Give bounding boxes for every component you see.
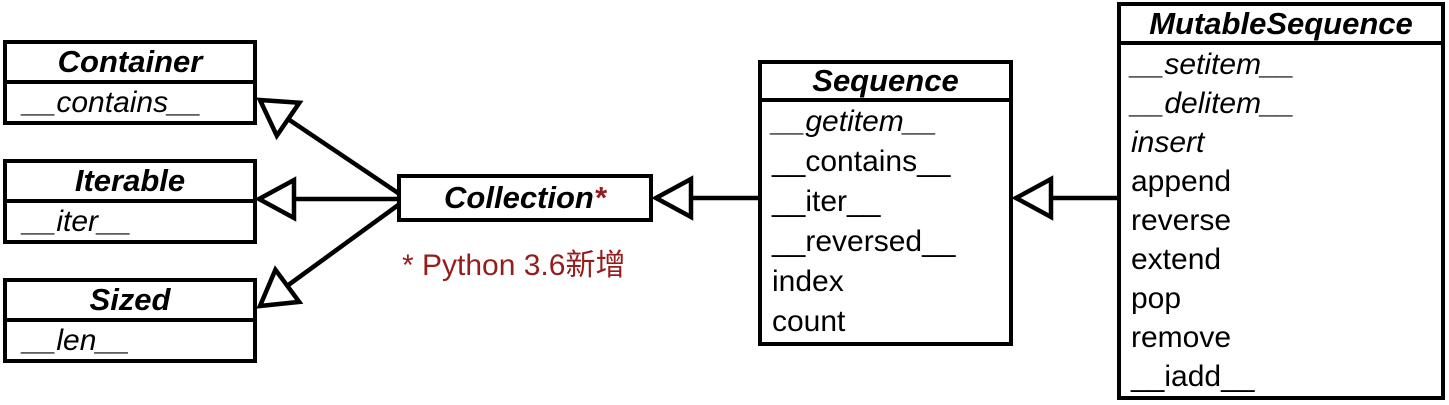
arrowhead-collection-to-sized	[256, 265, 304, 309]
arrow-line-collection-to-container	[286, 117, 403, 197]
class-title-container: Container	[7, 44, 253, 84]
class-member-delitem: __delitem__	[1131, 87, 1295, 120]
class-box-collection: Collection*	[397, 174, 653, 222]
class-member-index: index	[772, 265, 844, 298]
class-title-sized: Sized	[7, 282, 253, 322]
class-title-collection: Collection*	[401, 178, 649, 218]
arrow-line-collection-to-sized	[285, 201, 403, 288]
arrowhead-sequence-to-collection	[651, 175, 694, 221]
class-title-iterable: Iterable	[7, 163, 253, 203]
class-member-reversed: __reversed__	[772, 225, 956, 258]
class-member-remove: remove	[1131, 321, 1232, 354]
collection-title-text: Collection	[444, 180, 594, 215]
class-member-len: __len__	[23, 324, 130, 357]
class-box-sequence: Sequence __getitem__ __contains__ __iter…	[758, 60, 1013, 346]
class-member-count: count	[772, 305, 846, 338]
class-member-append: append	[1131, 165, 1232, 198]
collection-asterisk: *	[593, 180, 606, 215]
class-box-mutablesequence: MutableSequence __setitem__ __delitem__ …	[1117, 2, 1445, 400]
class-member-iter: __iter__	[772, 185, 881, 218]
arrowhead-mutablesequence-to-sequence	[1011, 175, 1054, 221]
class-member-contains: __contains__	[23, 86, 202, 119]
class-member-pop: pop	[1131, 282, 1182, 315]
class-member-iadd: __iadd__	[1131, 360, 1255, 393]
class-member-reverse: reverse	[1131, 204, 1232, 237]
class-member-iter: __iter__	[23, 205, 132, 238]
class-title-mutablesequence: MutableSequence	[1121, 6, 1441, 45]
class-title-sequence: Sequence	[762, 64, 1009, 102]
class-member-insert: insert	[1131, 126, 1205, 159]
python-version-note: * Python 3.6新增	[402, 249, 626, 282]
class-box-sized: Sized __len__	[3, 278, 257, 363]
class-box-container: Container __contains__	[3, 40, 257, 125]
arrowhead-collection-to-iterable	[254, 176, 297, 222]
class-box-iterable: Iterable __iter__	[3, 159, 257, 244]
class-member-contains: __contains__	[772, 145, 951, 178]
class-member-getitem: __getitem__	[772, 105, 938, 138]
class-member-extend: extend	[1131, 243, 1222, 276]
arrowhead-collection-to-container	[256, 97, 304, 141]
class-member-setitem: __setitem__	[1131, 48, 1295, 81]
